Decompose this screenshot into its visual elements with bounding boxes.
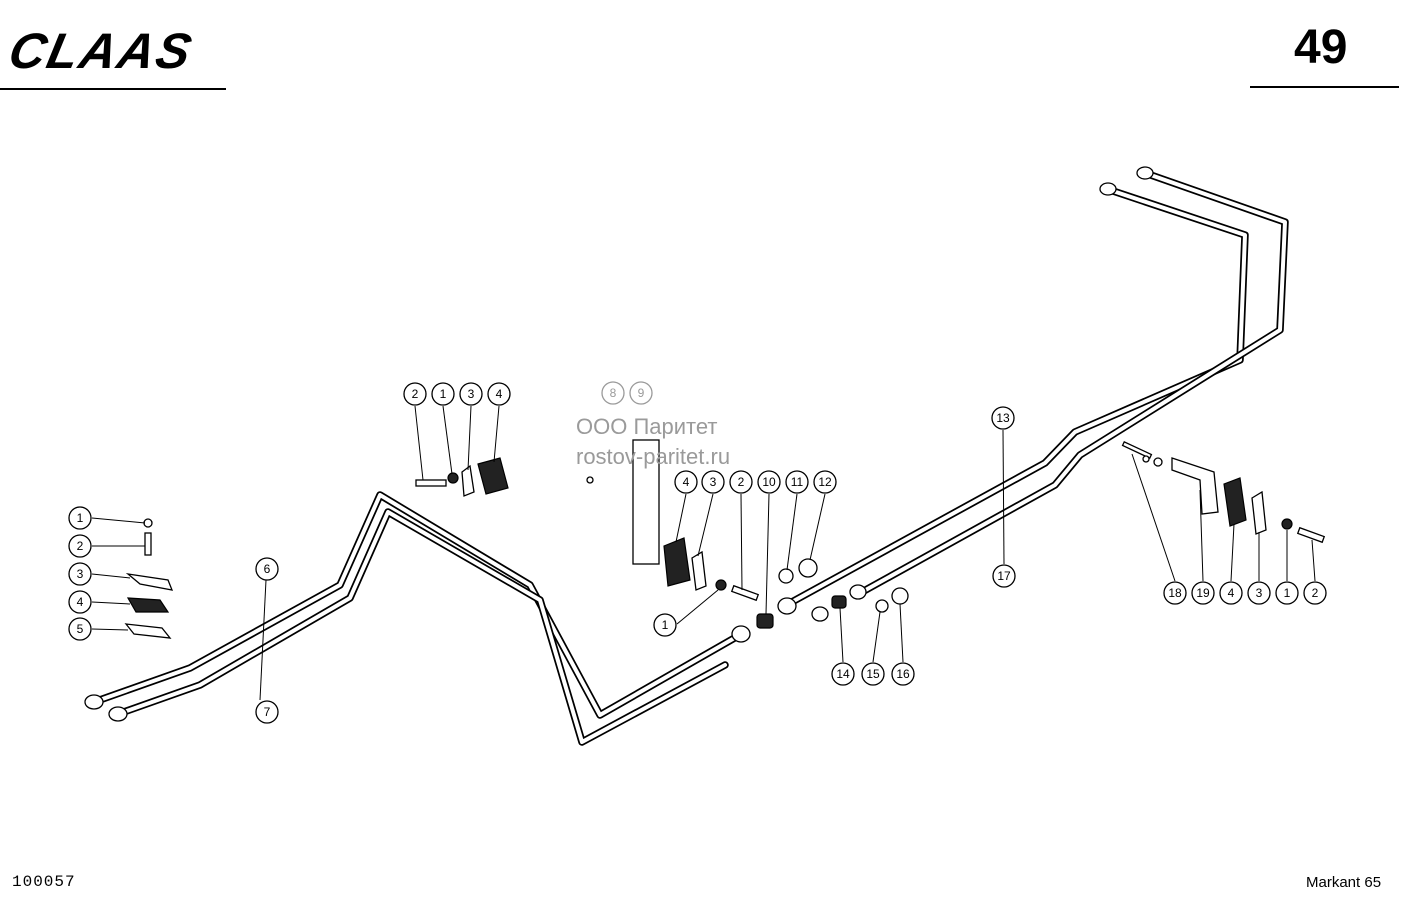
svg-text:18: 18 [1168, 586, 1182, 600]
header-rule-right [1250, 86, 1399, 88]
svg-text:2: 2 [412, 387, 419, 401]
svg-text:1: 1 [662, 618, 669, 632]
svg-text:2: 2 [738, 475, 745, 489]
callout-upper-clamp-3: 3 [459, 382, 483, 406]
svg-text:4: 4 [683, 475, 690, 489]
nut-12 [798, 558, 818, 578]
callout-ghost-9: 9 [629, 381, 653, 405]
center-clamp-stack [663, 537, 760, 602]
svg-text:4: 4 [1228, 586, 1235, 600]
callout-right-4: 4 [1219, 581, 1243, 605]
pipe-nut-center-3 [811, 606, 829, 622]
callout-pipe-7: 7 [255, 700, 279, 724]
callout-center-11: 11 [785, 470, 809, 494]
drawing-number: 100057 [12, 873, 76, 891]
union-10 [756, 613, 774, 629]
svg-text:2: 2 [77, 539, 84, 553]
svg-text:3: 3 [1256, 586, 1263, 600]
callout-upper-clamp-2: 2 [403, 382, 427, 406]
svg-text:2: 2 [1312, 586, 1319, 600]
svg-text:8: 8 [610, 386, 617, 400]
svg-text:17: 17 [997, 569, 1011, 583]
leader-lines [91, 405, 1316, 701]
nut-15 [875, 599, 889, 613]
svg-text:14: 14 [836, 667, 850, 681]
pipe-nut-top-2 [1136, 166, 1154, 180]
callout-pipe-17: 17 [992, 564, 1016, 588]
svg-text:3: 3 [77, 567, 84, 581]
callout-center-4: 4 [674, 470, 698, 494]
callout-union-15: 15 [861, 662, 885, 686]
watermark-url: rostov-paritet.ru [576, 444, 731, 469]
nut-16 [891, 587, 909, 605]
callout-ghost-8: 8 [601, 381, 625, 405]
callout-right-3: 3 [1247, 581, 1271, 605]
page-number: 49 [1294, 21, 1348, 74]
callout-left-clamp-1: 1 [68, 506, 92, 530]
svg-text:6: 6 [264, 562, 271, 576]
callout-upper-clamp-1: 1 [431, 382, 455, 406]
svg-text:4: 4 [77, 595, 84, 609]
pipe-nut-left-lower [108, 706, 128, 722]
svg-text:5: 5 [77, 622, 84, 636]
pipe-nut-center-4 [849, 584, 867, 600]
callout-center-10: 10 [757, 470, 781, 494]
nut-11 [778, 568, 794, 584]
callout-upper-clamp-4: 4 [487, 382, 511, 406]
pipe-line-13 [786, 186, 1249, 607]
callout-left-clamp-3: 3 [68, 562, 92, 586]
watermark-company: ООО Паритет [576, 414, 718, 439]
bracket-9 [586, 439, 660, 565]
union-14 [831, 595, 847, 609]
callout-left-clamp-5: 5 [68, 617, 92, 641]
callout-right-2: 2 [1303, 581, 1327, 605]
model-name: Markant 65 [1306, 874, 1382, 891]
svg-text:13: 13 [996, 411, 1010, 425]
left-clamp-stack [124, 518, 174, 639]
callout-right-19: 19 [1191, 581, 1215, 605]
callout-right-18: 18 [1163, 581, 1187, 605]
svg-text:12: 12 [818, 475, 832, 489]
callout-center-3: 3 [701, 470, 725, 494]
pipe-nut-center-1 [731, 625, 751, 643]
svg-text:9: 9 [638, 386, 645, 400]
callout-union-14: 14 [831, 662, 855, 686]
callout-left-clamp-4: 4 [68, 590, 92, 614]
pipe-line-17 [858, 169, 1289, 596]
svg-text:11: 11 [791, 475, 804, 489]
callout-union-16: 16 [891, 662, 915, 686]
header-rule-left [0, 88, 226, 90]
callout-left-clamp-2: 2 [68, 534, 92, 558]
upper-clamp-stack [415, 457, 509, 497]
svg-text:7: 7 [264, 705, 271, 719]
svg-text:1: 1 [440, 387, 447, 401]
callout-right-1: 1 [1275, 581, 1299, 605]
callout-center-2: 2 [729, 470, 753, 494]
svg-text:3: 3 [468, 387, 475, 401]
pipe-nut-top-1 [1099, 182, 1117, 196]
svg-text:16: 16 [896, 667, 910, 681]
watermark: ООО Паритет rostov-paritet.ru [576, 412, 730, 472]
pipe-line-6 [90, 491, 749, 719]
svg-text:10: 10 [762, 475, 776, 489]
svg-text:19: 19 [1196, 586, 1210, 600]
pipe-nut-center-2 [777, 597, 797, 615]
right-clamp-stack [1121, 440, 1326, 544]
pipe-nut-left-upper [84, 694, 104, 710]
callout-center-1: 1 [653, 613, 677, 637]
callout-center-12: 12 [813, 470, 837, 494]
callout-pipe-13: 13 [991, 406, 1015, 430]
svg-text:4: 4 [496, 387, 503, 401]
svg-text:15: 15 [866, 667, 880, 681]
svg-text:1: 1 [1284, 586, 1291, 600]
svg-text:3: 3 [710, 475, 717, 489]
pipe-line-7 [114, 508, 729, 746]
svg-text:1: 1 [77, 511, 84, 525]
callout-pipe-6: 6 [255, 557, 279, 581]
